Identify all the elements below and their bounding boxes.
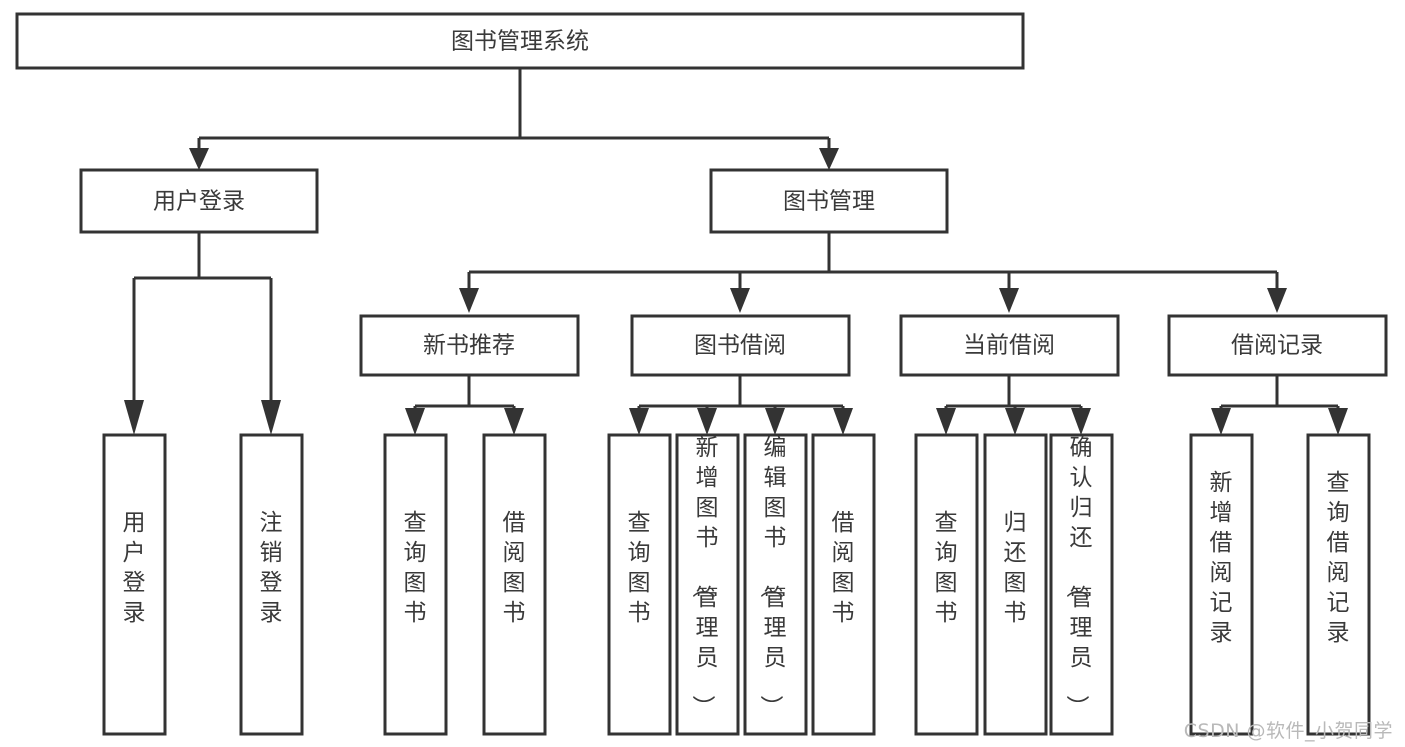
arrow-newbook-leaf-1 bbox=[405, 408, 425, 435]
node-book-management-label: 图书管理 bbox=[783, 189, 875, 215]
node-user-login-label: 用户登录 bbox=[153, 189, 245, 215]
leaf-borrow-record-1-box[interactable] bbox=[1189, 433, 1254, 736]
node-root[interactable]: 图书管理系统 bbox=[15, 12, 1025, 70]
arrow-book-l3-3 bbox=[999, 288, 1019, 313]
node-book-management[interactable]: 图书管理 bbox=[709, 168, 949, 234]
node-current-borrow-label: 当前借阅 bbox=[963, 333, 1055, 359]
node-book-borrow-label: 图书借阅 bbox=[694, 333, 786, 359]
leaf-book-borrow-2-label: 新增图书（管理员） bbox=[690, 435, 719, 718]
leaf-book-borrow-1-box[interactable] bbox=[607, 433, 672, 736]
leaf-user-login-2-box[interactable] bbox=[239, 433, 304, 736]
arrow-current-leaf-1 bbox=[936, 408, 956, 435]
leaf-book-borrow-3[interactable]: 编辑图书（管理员） bbox=[743, 433, 808, 736]
leaf-user-login-1-box[interactable] bbox=[102, 433, 167, 736]
arrow-current-leaf-3 bbox=[1071, 408, 1091, 435]
leaf-book-borrow-4-label: 借阅图书 bbox=[832, 510, 855, 626]
leaf-book-borrow-2[interactable]: 新增图书（管理员） bbox=[675, 433, 740, 736]
leaf-user-login-1-label: 用户登录 bbox=[123, 510, 146, 626]
leaf-new-book-1-label: 查询图书 bbox=[404, 510, 427, 626]
leaf-current-borrow-2-label: 归还图书 bbox=[1004, 510, 1027, 626]
node-user-login[interactable]: 用户登录 bbox=[79, 168, 319, 234]
leaf-book-borrow-2-box[interactable] bbox=[675, 433, 740, 736]
arrow-book-l3-2 bbox=[730, 288, 750, 313]
leaf-book-borrow-1[interactable]: 查询图书 bbox=[607, 433, 672, 736]
leaf-current-borrow-2[interactable]: 归还图书 bbox=[983, 433, 1048, 736]
leaf-book-borrow-3-box[interactable] bbox=[743, 433, 808, 736]
node-book-borrow[interactable]: 图书借阅 bbox=[630, 314, 851, 377]
leaf-current-borrow-3[interactable]: 确认归还（管理员） bbox=[1049, 433, 1114, 736]
arrow-book-l3-1 bbox=[459, 288, 479, 313]
connector-layer bbox=[124, 68, 1348, 435]
leaf-new-book-1-box[interactable] bbox=[383, 433, 448, 736]
leaf-current-borrow-3-box[interactable] bbox=[1049, 433, 1114, 736]
arrow-user-leaf-1 bbox=[124, 400, 144, 435]
node-user-login-box[interactable] bbox=[79, 168, 319, 234]
leaf-borrow-record-2-label: 查询借阅记录 bbox=[1327, 470, 1350, 646]
leaf-new-book-2[interactable]: 借阅图书 bbox=[482, 433, 547, 736]
arrow-borrow-leaf-1 bbox=[629, 408, 649, 435]
node-new-book-recommend-box[interactable] bbox=[359, 314, 580, 377]
leaf-user-login-1[interactable]: 用户登录 bbox=[102, 433, 167, 736]
arrow-root-to-user bbox=[189, 148, 209, 170]
leaf-current-borrow-1-label: 查询图书 bbox=[935, 510, 958, 626]
leaf-current-borrow-1-box[interactable] bbox=[914, 433, 979, 736]
node-root-box[interactable] bbox=[15, 12, 1025, 70]
leaf-book-borrow-4-box[interactable] bbox=[811, 433, 876, 736]
leaf-new-book-1[interactable]: 查询图书 bbox=[383, 433, 448, 736]
arrow-book-l3-4 bbox=[1267, 288, 1287, 313]
node-borrow-record[interactable]: 借阅记录 bbox=[1167, 314, 1388, 377]
arrow-record-leaf-1 bbox=[1211, 408, 1231, 435]
arrow-record-leaf-2 bbox=[1328, 408, 1348, 435]
node-book-management-box[interactable] bbox=[709, 168, 949, 234]
leaf-book-borrow-3-label: 编辑图书（管理员） bbox=[758, 435, 787, 718]
node-root-label: 图书管理系统 bbox=[451, 29, 589, 55]
leaf-current-borrow-2-box[interactable] bbox=[983, 433, 1048, 736]
leaf-borrow-record-2-box[interactable] bbox=[1306, 433, 1371, 736]
leaf-book-borrow-4[interactable]: 借阅图书 bbox=[811, 433, 876, 736]
node-book-borrow-box[interactable] bbox=[630, 314, 851, 377]
node-borrow-record-label: 借阅记录 bbox=[1231, 333, 1323, 359]
arrow-borrow-leaf-2 bbox=[697, 408, 717, 435]
arrow-newbook-leaf-2 bbox=[504, 408, 524, 435]
arrow-current-leaf-2 bbox=[1005, 408, 1025, 435]
leaf-user-login-2[interactable]: 注销登录 bbox=[239, 433, 304, 736]
leaf-book-borrow-1-label: 查询图书 bbox=[628, 510, 651, 626]
node-current-borrow-box[interactable] bbox=[899, 314, 1120, 377]
leaf-user-login-2-label: 注销登录 bbox=[260, 510, 283, 626]
node-current-borrow[interactable]: 当前借阅 bbox=[899, 314, 1120, 377]
node-borrow-record-box[interactable] bbox=[1167, 314, 1388, 377]
leaf-borrow-record-1[interactable]: 新增借阅记录 bbox=[1189, 433, 1254, 736]
leaf-borrow-record-1-label: 新增借阅记录 bbox=[1210, 470, 1233, 646]
arrow-root-to-book bbox=[819, 148, 839, 170]
leaf-borrow-record-2[interactable]: 查询借阅记录 bbox=[1306, 433, 1371, 736]
leaf-new-book-2-box[interactable] bbox=[482, 433, 547, 736]
node-new-book-recommend[interactable]: 新书推荐 bbox=[359, 314, 580, 377]
leaf-current-borrow-3-label: 确认归还（管理员） bbox=[1064, 435, 1093, 718]
arrow-borrow-leaf-4 bbox=[833, 408, 853, 435]
arrow-user-leaf-2 bbox=[261, 400, 281, 435]
leaf-current-borrow-1[interactable]: 查询图书 bbox=[914, 433, 979, 736]
node-new-book-recommend-label: 新书推荐 bbox=[423, 333, 515, 359]
arrow-borrow-leaf-3 bbox=[765, 408, 785, 435]
leaf-new-book-2-label: 借阅图书 bbox=[503, 510, 526, 626]
